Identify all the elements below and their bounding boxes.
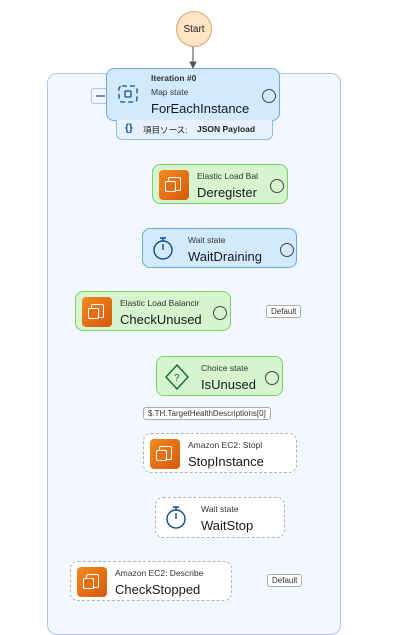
- choice-icon: ?: [163, 362, 191, 397]
- map-icon: [115, 82, 141, 106]
- clock-badge-icon: [262, 89, 276, 103]
- is-unused-name: IsUnused: [201, 377, 256, 392]
- map-iteration-container: [47, 73, 341, 635]
- deregister-node[interactable]: Elastic Load Bal Deregister: [152, 164, 288, 204]
- item-source-bar: {} 項目ソース: JSON Payload: [116, 120, 273, 140]
- map-type: Map state: [151, 87, 189, 97]
- map-state-node[interactable]: Iteration #0 Map state ForEachInstance: [106, 68, 280, 121]
- check-unused-name: CheckUnused: [120, 312, 202, 327]
- is-unused-type: Choice state: [201, 363, 249, 373]
- is-unused-node[interactable]: ? Choice state IsUnused: [156, 356, 283, 396]
- check-badge-icon: [270, 179, 284, 193]
- stop-instance-type: Amazon EC2: Stopl: [188, 440, 263, 450]
- check-stopped-name: CheckStopped: [115, 582, 201, 597]
- stopwatch-icon: [151, 235, 175, 266]
- wait-draining-type: Wait state: [188, 235, 226, 245]
- check-badge-icon: [265, 371, 279, 385]
- check-stopped-node[interactable]: Amazon EC2: Describe CheckStopped: [70, 561, 232, 601]
- wait-draining-name: WaitDraining: [188, 249, 262, 264]
- check-badge-icon: [213, 306, 227, 320]
- check-unused-node[interactable]: Elastic Load Balancir CheckUnused: [75, 291, 231, 331]
- ec2-service-icon: [150, 439, 180, 469]
- check-stopped-type: Amazon EC2: Describe: [115, 568, 204, 578]
- deregister-type: Elastic Load Bal: [197, 171, 258, 181]
- edge-label-condition: $.TH.TargetHealthDescriptions[0]: [143, 407, 271, 420]
- stop-instance-name: StopInstance: [188, 454, 264, 469]
- elb-service-icon: [159, 170, 189, 200]
- svg-text:?: ?: [174, 373, 180, 384]
- start-label: Start: [183, 23, 205, 35]
- edge-label-default: Default: [266, 305, 302, 318]
- edge-label-default: Default: [267, 574, 303, 587]
- wait-draining-node[interactable]: Wait state WaitDraining: [142, 228, 297, 268]
- deregister-name: Deregister: [197, 185, 257, 200]
- ec2-service-icon: [77, 567, 107, 597]
- check-unused-type: Elastic Load Balancir: [120, 298, 200, 308]
- item-source-value: JSON Payload: [197, 124, 256, 134]
- stopwatch-icon: [164, 504, 188, 535]
- map-name: ForEachInstance: [151, 101, 250, 116]
- start-node[interactable]: Start: [176, 11, 212, 47]
- wait-stop-type: Wait state: [201, 504, 239, 514]
- map-title: Iteration #0: [151, 73, 197, 83]
- wait-stop-node[interactable]: Wait state WaitStop: [155, 497, 285, 538]
- clock-badge-icon: [280, 243, 294, 257]
- wait-stop-name: WaitStop: [201, 518, 254, 533]
- elb-service-icon: [82, 297, 112, 327]
- json-braces-icon: {}: [125, 123, 133, 134]
- stop-instance-node[interactable]: Amazon EC2: Stopl StopInstance: [143, 433, 297, 473]
- item-source-label: 項目ソース:: [143, 125, 188, 135]
